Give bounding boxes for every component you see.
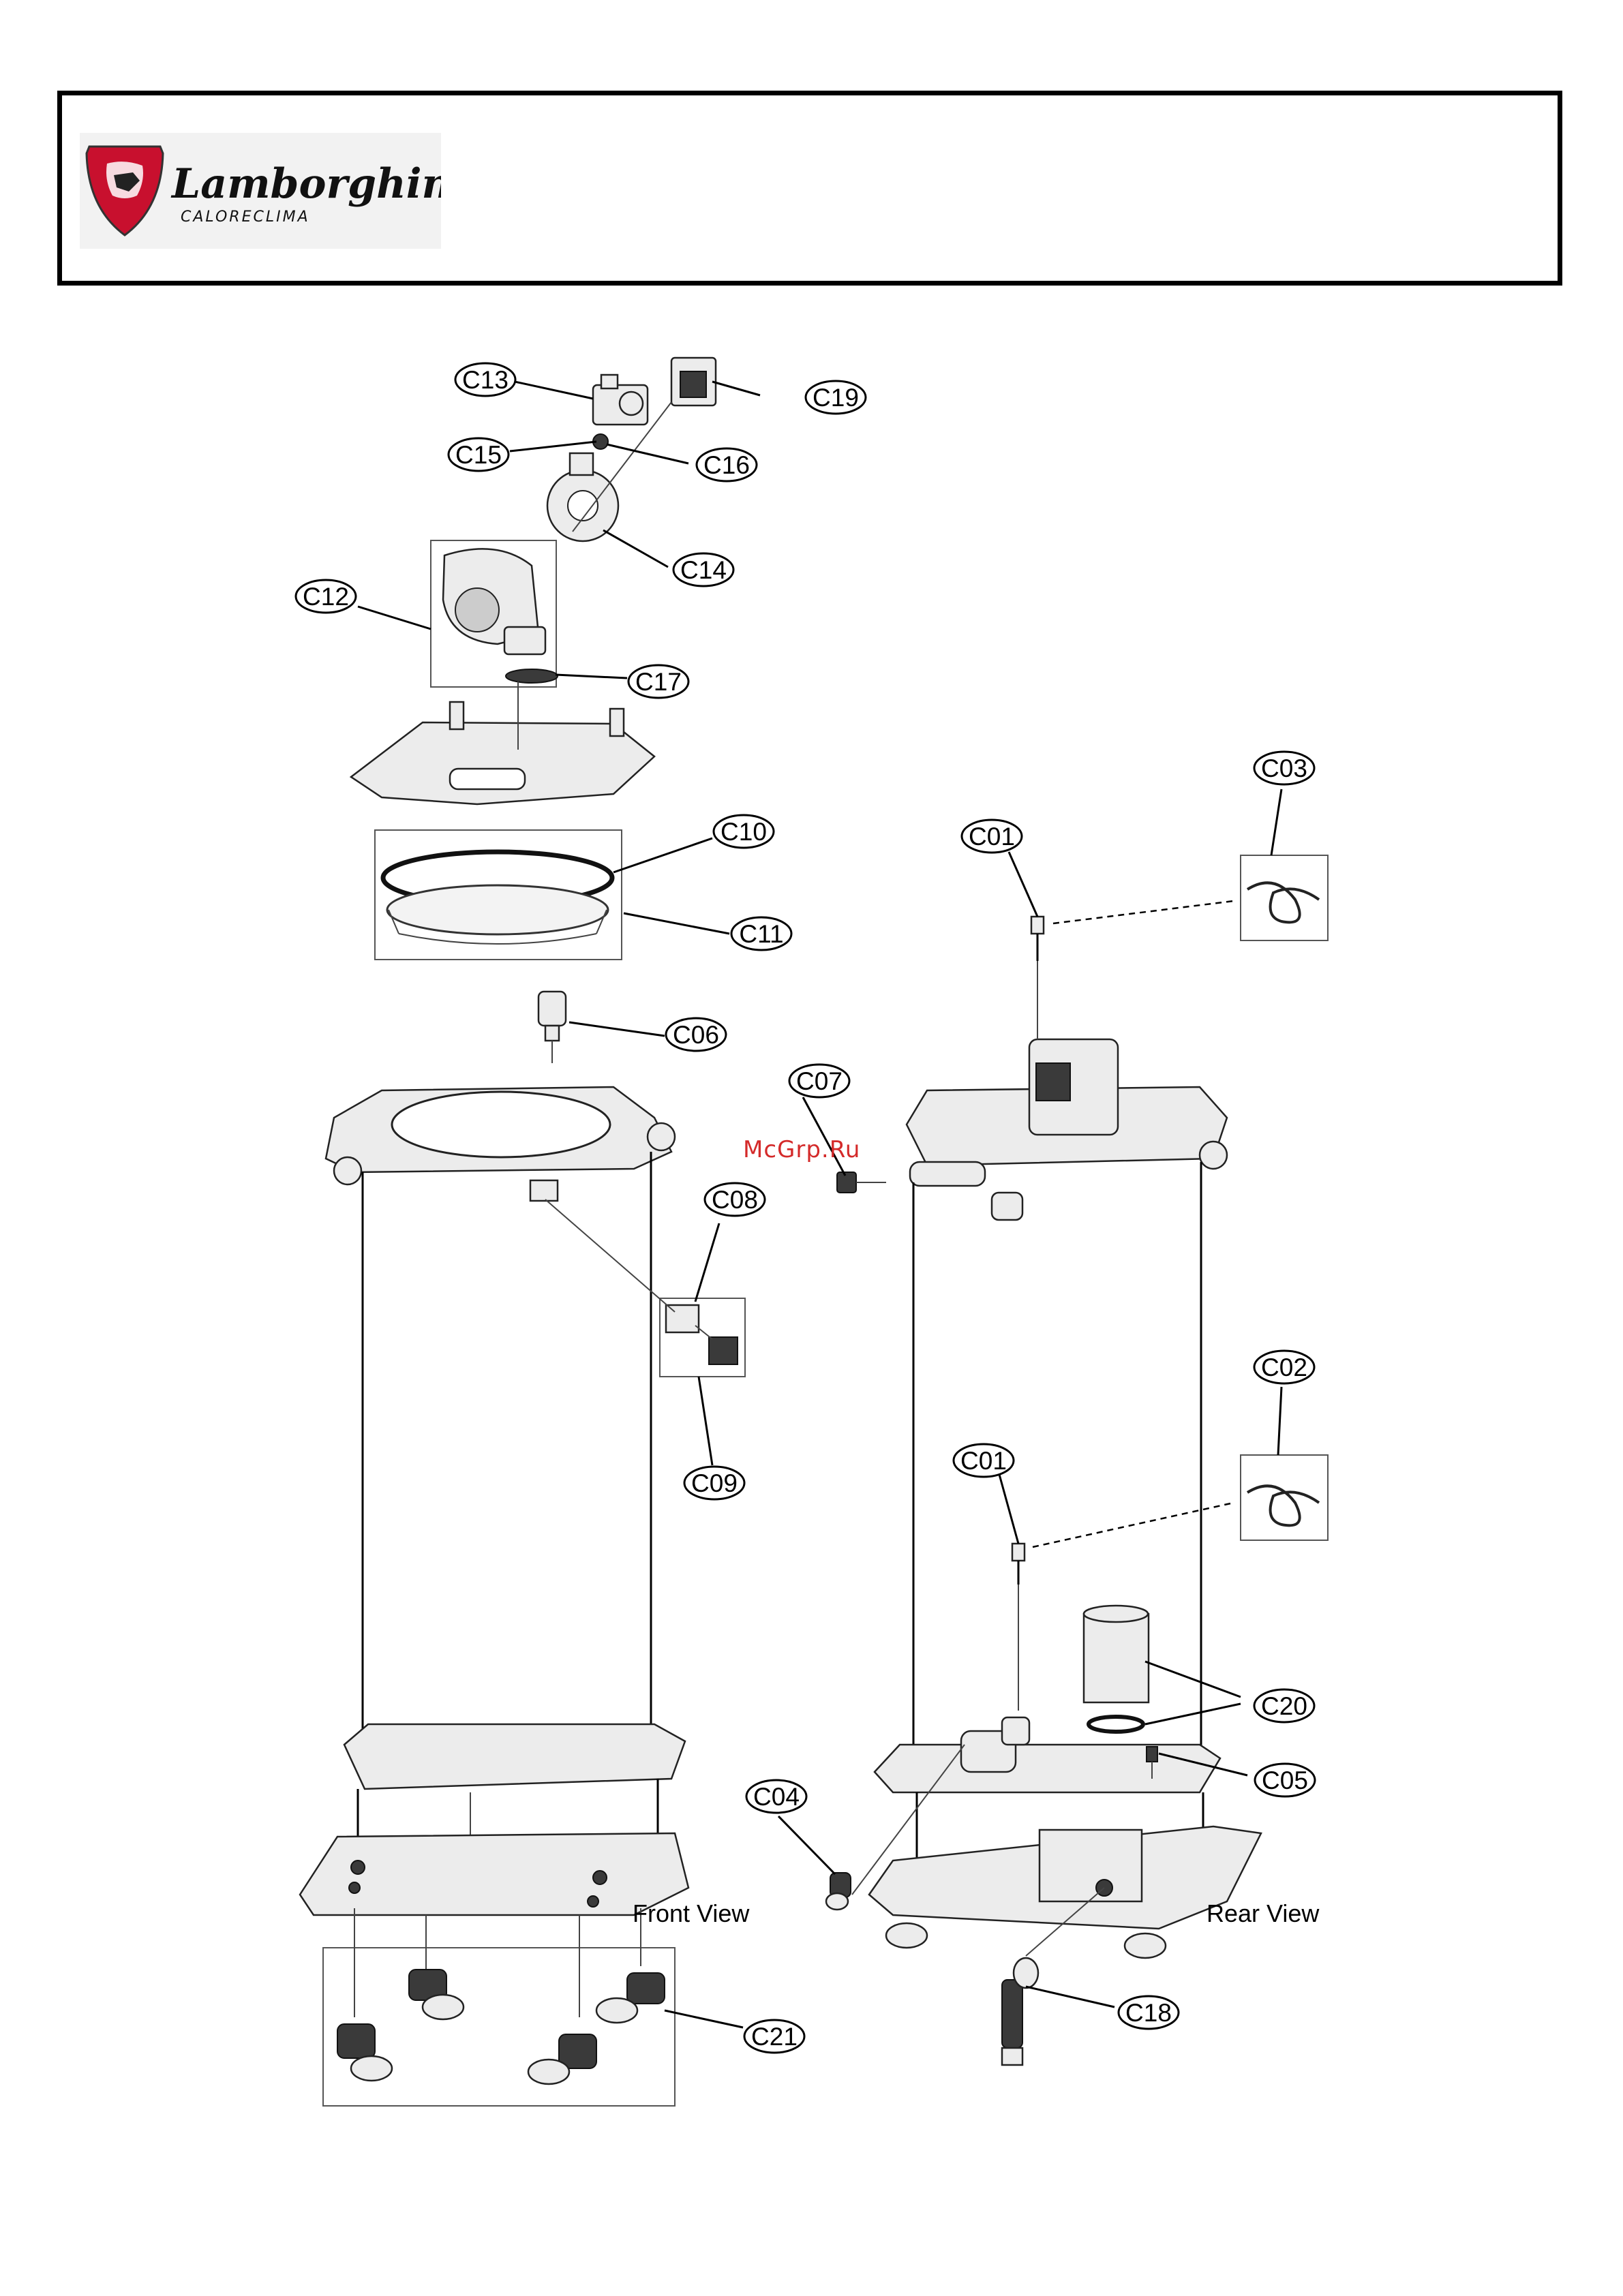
- callout-c02: C02: [1254, 1351, 1314, 1383]
- fan-gasket-part: [506, 669, 558, 683]
- label-c11: C11: [739, 920, 783, 948]
- callout-c08: C08: [705, 1183, 765, 1216]
- label-c10: C10: [721, 818, 767, 846]
- callout-c19: C19: [806, 381, 866, 414]
- callout-c13: C13: [455, 363, 515, 396]
- burner-plate-part: [351, 702, 654, 804]
- rear-top-assembly: [907, 1039, 1227, 1220]
- callout-c05: C05: [1255, 1764, 1315, 1796]
- callout-c17: C17: [628, 665, 688, 698]
- label-c01-bottom: C01: [960, 1447, 1007, 1475]
- callout-c09: C09: [684, 1467, 744, 1499]
- cable-part-bottom: [1247, 1486, 1319, 1525]
- cable-part-top: [1247, 883, 1319, 922]
- label-c17: C17: [635, 668, 682, 696]
- sight-glass-part: [666, 1305, 738, 1364]
- callout-c14: C14: [673, 553, 733, 586]
- label-c13: C13: [462, 366, 509, 394]
- air-vent-part: [539, 992, 566, 1063]
- label-c07: C07: [796, 1067, 843, 1095]
- callout-c04: C04: [746, 1780, 806, 1813]
- label-c19: C19: [813, 384, 859, 412]
- watermark-text: McGrp.Ru: [743, 1136, 860, 1163]
- label-c21: C21: [751, 2023, 798, 2051]
- front-top-flange: [326, 1087, 675, 1184]
- label-c08: C08: [712, 1186, 758, 1214]
- label-c20: C20: [1261, 1692, 1307, 1720]
- callout-c01-bottom: C01: [954, 1444, 1014, 1477]
- rear-base-plate: [869, 1826, 1261, 1958]
- label-c09: C09: [691, 1469, 738, 1497]
- callout-c21: C21: [744, 2020, 804, 2053]
- flue-pipe-part: [1084, 1606, 1149, 1732]
- label-c05: C05: [1262, 1766, 1308, 1794]
- callout-c06: C06: [666, 1018, 726, 1051]
- label-c03: C03: [1261, 754, 1307, 782]
- front-cylinder: [363, 1152, 651, 1741]
- callout-c01-top: C01: [962, 820, 1022, 853]
- callout-c10: C10: [714, 815, 774, 848]
- gas-valve-part: [593, 375, 648, 425]
- venturi-part: [547, 453, 618, 541]
- callout-c11: C11: [731, 917, 791, 950]
- callout-c07: C07: [789, 1065, 849, 1097]
- label-c02: C02: [1261, 1353, 1307, 1381]
- probe-part-top: [1031, 917, 1044, 961]
- label-c01-top: C01: [969, 823, 1015, 851]
- callout-c12: C12: [296, 580, 356, 613]
- siphon-part: [1002, 1958, 1038, 2065]
- wheels-frame: [323, 1948, 675, 2106]
- label-c12: C12: [303, 583, 349, 611]
- valve-connector-part: [671, 358, 716, 405]
- fan-part: [443, 549, 545, 654]
- front-view-label: Front View: [633, 1899, 750, 1927]
- callout-c20: C20: [1254, 1689, 1314, 1722]
- label-c18: C18: [1125, 1999, 1172, 2027]
- callout-c18: C18: [1119, 1996, 1179, 2029]
- cable-frame-bottom: [1241, 1455, 1328, 1540]
- label-c15: C15: [455, 441, 502, 469]
- castor-wheels-part: [337, 1908, 665, 2084]
- callout-c15: C15: [449, 438, 509, 471]
- label-c06: C06: [673, 1021, 719, 1049]
- label-c14: C14: [680, 556, 727, 584]
- probe-part-bottom: [1012, 1544, 1025, 1585]
- front-base-plate: [300, 1833, 688, 1915]
- burner-gaskets-part: [383, 852, 612, 944]
- callout-c16: C16: [697, 448, 757, 481]
- label-c16: C16: [703, 451, 750, 479]
- rear-view-label: Rear View: [1207, 1899, 1320, 1927]
- callout-c03: C03: [1254, 752, 1314, 784]
- drain-plug-part: [826, 1873, 851, 1910]
- label-c04: C04: [753, 1783, 800, 1811]
